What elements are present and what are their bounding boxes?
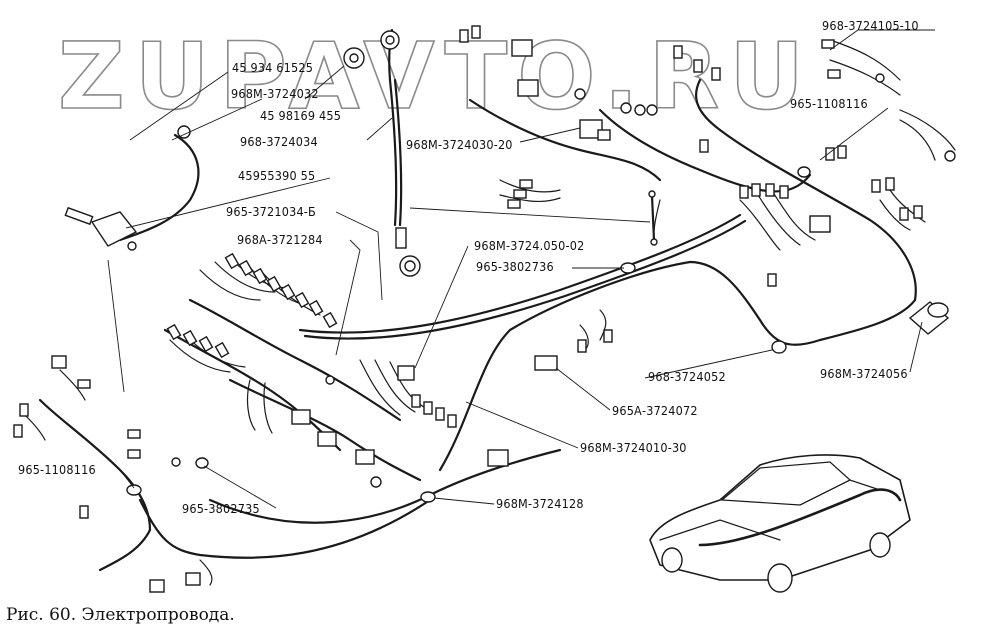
part-label: 965А-3724072: [612, 403, 698, 418]
part-label: 968М-3724056: [820, 366, 908, 381]
rubber-boot: [908, 301, 950, 335]
battery-cable: [380, 30, 421, 277]
part-label: 965-1108116: [790, 96, 868, 111]
connector: [487, 449, 509, 467]
battery-terminal: [64, 125, 191, 251]
part-label: 45955390 55: [238, 168, 315, 183]
connector: [317, 431, 337, 447]
connector: [185, 572, 201, 586]
part-label: 968-3724034: [240, 134, 318, 149]
part-label: 968-3724105-10: [822, 18, 919, 33]
part-label: 965-1108116: [18, 462, 96, 477]
part-label: 45 98169 455: [260, 108, 341, 123]
watermark-text: ZUPAVTO.RU: [58, 23, 814, 130]
connector: [809, 215, 831, 233]
star-washer: [343, 47, 365, 69]
part-label: 968М-3724010-30: [580, 440, 687, 455]
part-label: 45 934 61525: [232, 60, 313, 75]
label-tag: [534, 355, 558, 371]
connector: [291, 409, 311, 425]
part-labels: 968-3724105-10 45 934 61525 968М-3724032…: [18, 18, 919, 516]
car-outline: [649, 454, 911, 593]
terminals: [13, 25, 923, 519]
part-label: 968М-3724030-20: [406, 137, 513, 152]
connector: [517, 79, 539, 97]
part-label: 968-3724052: [648, 369, 726, 384]
connector: [149, 579, 165, 593]
connector: [397, 365, 415, 381]
connector: [355, 449, 375, 465]
part-label: 965-3802736: [476, 259, 554, 274]
connectors: [51, 39, 831, 593]
connector: [579, 119, 603, 139]
grommets: [126, 73, 956, 503]
part-label: 968А-3721284: [237, 232, 323, 247]
figure-caption: Рис. 60. Электропровода.: [6, 605, 235, 625]
part-label: 968М-3724128: [496, 496, 584, 511]
main-harness: [38, 28, 917, 572]
connector: [511, 39, 533, 57]
connector: [51, 355, 67, 369]
part-label: 965-3721034-Б: [226, 204, 316, 219]
part-label: 965-3802735: [182, 501, 260, 516]
jumper-wire: [648, 190, 658, 246]
part-label: 968М-3724.050-02: [474, 238, 584, 253]
connector: [597, 129, 611, 141]
part-label: 968М-3724032: [231, 86, 319, 101]
leader-lines: [107, 29, 935, 509]
